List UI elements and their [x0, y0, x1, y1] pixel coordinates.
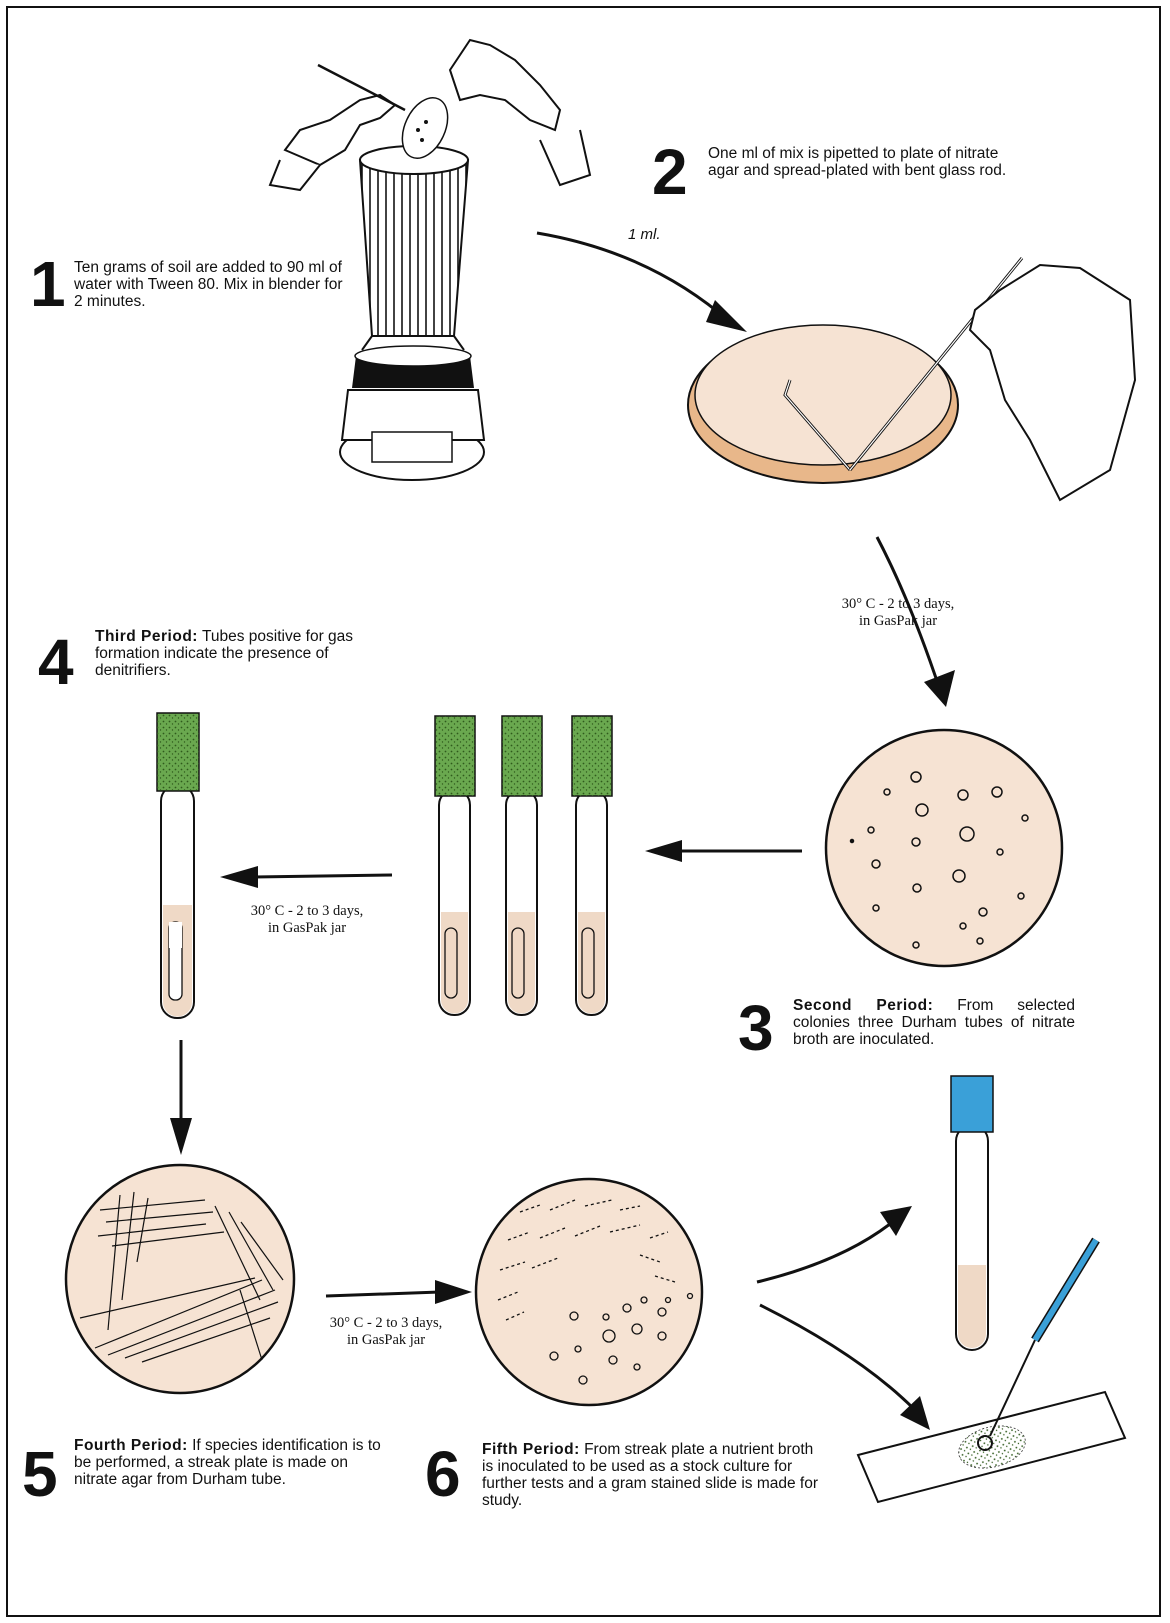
incubation-label-1: 30° C - 2 to 3 days, in GasPak jar	[818, 596, 978, 630]
incubation-label-3: 30° C - 2 to 3 days, in GasPak jar	[306, 1315, 466, 1349]
gram-stained-slide	[858, 1240, 1125, 1502]
incubation-label-2: 30° C - 2 to 3 days, in GasPak jar	[227, 903, 387, 937]
step-1-number: 1	[30, 252, 66, 316]
step-4-text: Third Period: Tubes positive for gas for…	[95, 628, 403, 679]
arrow-1-to-2	[537, 233, 730, 322]
step-4-number: 4	[38, 630, 74, 694]
incubation-1-line1: 30° C - 2 to 3 days,	[818, 596, 978, 613]
spread-plate-illustration	[688, 258, 1135, 500]
step-3-heading: Second Period:	[793, 997, 933, 1014]
step-6-text: Fifth Period: From streak plate a nutrie…	[482, 1441, 820, 1509]
incubation-2-line1: 30° C - 2 to 3 days,	[227, 903, 387, 920]
arrow-6-to-broth	[757, 1224, 890, 1282]
step-2-text: One ml of mix is pipetted to plate of ni…	[708, 145, 1028, 179]
incubation-1-line2: in GasPak jar	[818, 613, 978, 630]
isolation-plate	[476, 1179, 702, 1405]
arrow-6-to-slide	[760, 1305, 915, 1410]
step-5-text: Fourth Period: If species identification…	[74, 1437, 384, 1488]
step-3-text: Second Period: From selected colonies th…	[793, 997, 1075, 1048]
step-6-number: 6	[425, 1442, 461, 1506]
step-5-heading: Fourth Period:	[74, 1437, 188, 1454]
colony-plate	[826, 730, 1062, 966]
incubation-2-line2: in GasPak jar	[227, 920, 387, 937]
step-6-heading: Fifth Period:	[482, 1441, 580, 1458]
incubation-3-line1: 30° C - 2 to 3 days,	[306, 1315, 466, 1332]
gas-positive-tube	[157, 713, 199, 1018]
transfer-volume-label: 1 ml.	[628, 226, 661, 243]
step-3-number: 3	[738, 996, 774, 1060]
incubation-3-line2: in GasPak jar	[306, 1332, 466, 1349]
nutrient-broth-tube	[951, 1076, 993, 1350]
durham-tubes	[435, 716, 612, 1015]
step-1-description: Ten grams of soil are added to 90 ml of …	[74, 259, 343, 310]
step-1-text: Ten grams of soil are added to 90 ml of …	[74, 259, 349, 310]
step-5-number: 5	[22, 1442, 58, 1506]
step-2-description: One ml of mix is pipetted to plate of ni…	[708, 145, 1006, 179]
streak-plate	[66, 1165, 294, 1393]
step-2-number: 2	[652, 140, 688, 204]
arrow-5-to-6	[326, 1292, 440, 1296]
step-4-heading: Third Period:	[95, 628, 198, 645]
arrow-tubes-to-4	[252, 875, 392, 877]
